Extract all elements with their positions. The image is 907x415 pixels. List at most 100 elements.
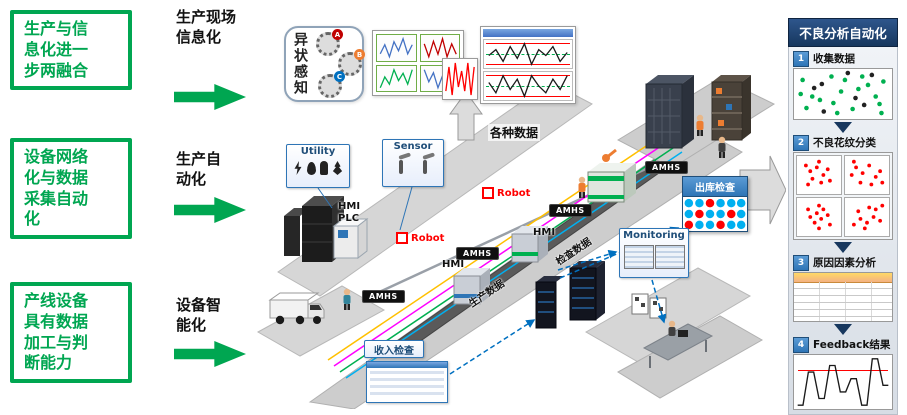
gear-icon: C (318, 71, 345, 98)
wafer-map (844, 197, 890, 237)
hmi-label: HMI (533, 227, 556, 238)
mini-trend-chart (376, 64, 417, 92)
monitor-screen-icon (654, 245, 685, 269)
green-arrow-2 (174, 197, 246, 223)
factory-diagram: 异状感知 A B C 各种数据 Utility Sensor (250, 0, 786, 409)
key-point-box-3: 产线设备 具有数据 加工与判 断能力 (10, 282, 132, 384)
line-machines (453, 226, 548, 305)
form-rows (370, 371, 444, 399)
hmi-plc-machine (332, 217, 369, 260)
step-number: 2 (793, 134, 809, 151)
power-icon (294, 161, 302, 175)
green-machine (587, 148, 636, 203)
key-point-box-2: 设备网络 化与数据 采集自动 化 (10, 138, 132, 240)
chart-title-bar (483, 29, 573, 37)
robot-text: Robot (497, 187, 531, 199)
up-block-arrow (449, 91, 483, 141)
step-number: 3 (793, 254, 809, 271)
upper-limit-line (486, 75, 570, 77)
arrow-label-1: 生产现场 信息化 (176, 8, 237, 46)
step-4: 4 Feedback结果 (793, 336, 893, 353)
panel-title: 不良分析自动化 (788, 18, 898, 47)
panel-body: 1 收集数据 2 不良花纹分类 3 原因因素分析 4 Feedback结果 (788, 47, 898, 415)
step-label: Feedback结果 (813, 339, 891, 351)
anomaly-sensing-box: 异状感知 A B C (284, 26, 365, 102)
anomaly-label: 异状感知 (292, 32, 308, 96)
cause-table-thumbnail (793, 272, 893, 322)
down-arrow-icon (834, 324, 852, 335)
water-icon (307, 161, 316, 175)
robot-text: Robot (411, 232, 445, 244)
tall-stocker-rack (645, 75, 694, 149)
gear-icon: A (316, 29, 343, 56)
arrow-label-3: 设备智 能化 (176, 296, 222, 334)
truck (268, 292, 325, 325)
control-chart (483, 71, 573, 101)
step-number: 1 (793, 50, 809, 67)
collected-data-scatter (793, 68, 893, 120)
down-arrow-icon (834, 242, 852, 253)
green-arrow-3 (174, 341, 246, 367)
amhs-badge: AMHS (456, 247, 499, 260)
lower-limit-line (486, 95, 570, 97)
outbound-inspection-box: 出库检查 (682, 176, 748, 232)
step-3: 3 原因因素分析 (793, 254, 893, 271)
utility-box: Utility (286, 144, 350, 188)
upper-limit-line (486, 43, 570, 45)
sensor-title: Sensor (393, 141, 433, 152)
step-label: 不良花纹分类 (813, 137, 876, 149)
robot-arm-icon (417, 156, 433, 174)
gear-icons: A B C (314, 29, 365, 98)
defect-pattern-maps (793, 152, 893, 240)
green-arrow-1 (174, 84, 246, 110)
robot-arm-icon (393, 156, 409, 174)
target-line (797, 370, 889, 372)
control-chart (483, 39, 573, 69)
table-rows (794, 282, 892, 321)
step-label: 原因因素分析 (813, 257, 876, 269)
sensor-box: Sensor (382, 139, 444, 187)
flame-icon (332, 161, 343, 175)
wafer-map (796, 197, 842, 237)
key-point-box-1: 生产与信 息化进一 步两融合 (10, 10, 132, 91)
sensor-icons (383, 153, 443, 177)
robot-beacon-icon (482, 187, 494, 199)
control-charts-panel (480, 26, 576, 104)
workers (343, 114, 726, 336)
badge-a: A (332, 29, 343, 40)
step-number: 4 (793, 336, 809, 353)
box-links (317, 186, 413, 231)
form-title-bar (367, 362, 447, 368)
various-data-label: 各种数据 (488, 124, 541, 141)
hmi-plc-label: HMI PLC (338, 201, 361, 224)
mini-trend-chart (376, 34, 417, 62)
wafer-map (796, 155, 842, 195)
feedback-chart-thumbnail (793, 354, 893, 410)
monitoring-title: Monitoring (623, 230, 685, 241)
amhs-badge: AMHS (362, 290, 405, 303)
amhs-badge: AMHS (645, 161, 688, 174)
down-arrow-icon (834, 122, 852, 133)
utility-icons (287, 158, 349, 178)
step-label: 收集数据 (813, 53, 855, 65)
wafer-map (844, 155, 890, 195)
step-1: 1 收集数据 (793, 50, 893, 67)
lower-limit-line (486, 63, 570, 65)
monitor-screen-icon (623, 245, 654, 269)
robot-label: Robot (396, 232, 444, 244)
server-racks (535, 261, 605, 329)
shelf-rack (711, 75, 751, 141)
arrow-label-2: 生产自 动化 (176, 150, 222, 188)
defect-analysis-panel: 不良分析自动化 1 收集数据 2 不良花纹分类 3 原因因素分析 4 (788, 18, 898, 415)
mini-trend-chart (419, 34, 460, 62)
robot-label: Robot (482, 187, 530, 199)
monitoring-box: Monitoring (619, 228, 689, 278)
incoming-title: 收入检查 (374, 345, 414, 357)
outbound-title: 出库检查 (682, 176, 748, 196)
incoming-form-thumbnail (366, 361, 448, 403)
badge-b: B (354, 49, 365, 60)
gas-tank-icon (320, 161, 328, 175)
amhs-badge: AMHS (549, 204, 592, 217)
hmi-label: HMI (442, 259, 465, 270)
